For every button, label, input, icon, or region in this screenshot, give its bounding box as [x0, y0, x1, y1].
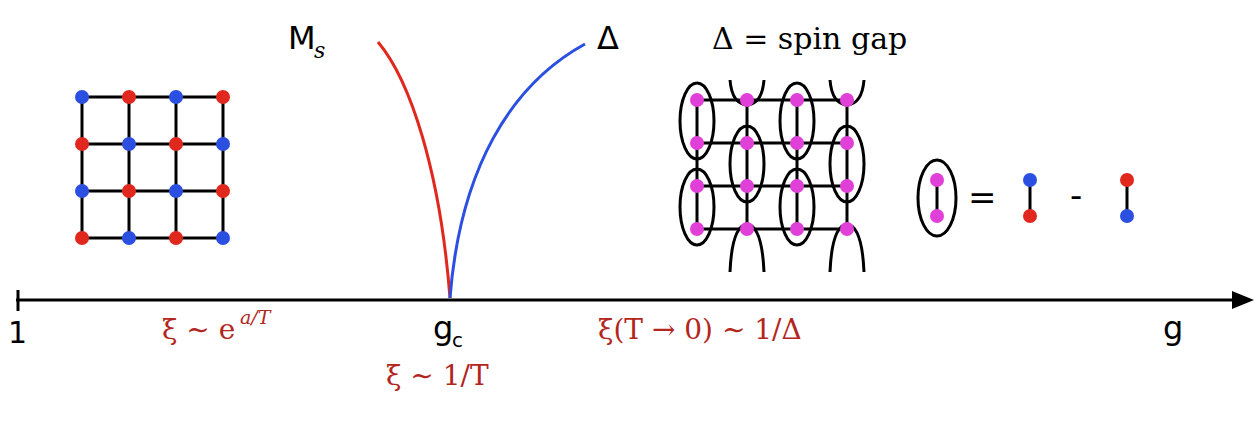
equals-sign: =	[968, 180, 997, 214]
moment-symbol: M	[288, 22, 316, 54]
critical-subscript: c	[452, 330, 463, 350]
dimer-lattice	[680, 80, 864, 272]
axis-label: g	[1163, 312, 1183, 344]
moment-subscript: s	[314, 40, 325, 62]
minus-sign: -	[1070, 178, 1082, 212]
singlet-definition	[918, 160, 1134, 236]
spin-dots	[75, 90, 230, 245]
neel-lattice	[82, 97, 223, 238]
g-axis	[16, 290, 1254, 311]
exponent: a/T	[240, 308, 270, 327]
spin-gap-curve	[450, 44, 585, 298]
correlation-length: ξ ∼ 1/T	[386, 362, 489, 390]
gap-definition: Δ = spin gap	[712, 24, 907, 54]
gap-symbol: Δ	[597, 22, 619, 54]
staggered-moment-curve	[378, 42, 450, 298]
correlation-length: ξ ∼ e	[162, 316, 235, 344]
critical-point: g	[433, 312, 453, 344]
correlation-length: ξ(T → 0) ∼ 1/Δ	[598, 316, 802, 344]
axis-tick-label: 1	[8, 318, 27, 348]
